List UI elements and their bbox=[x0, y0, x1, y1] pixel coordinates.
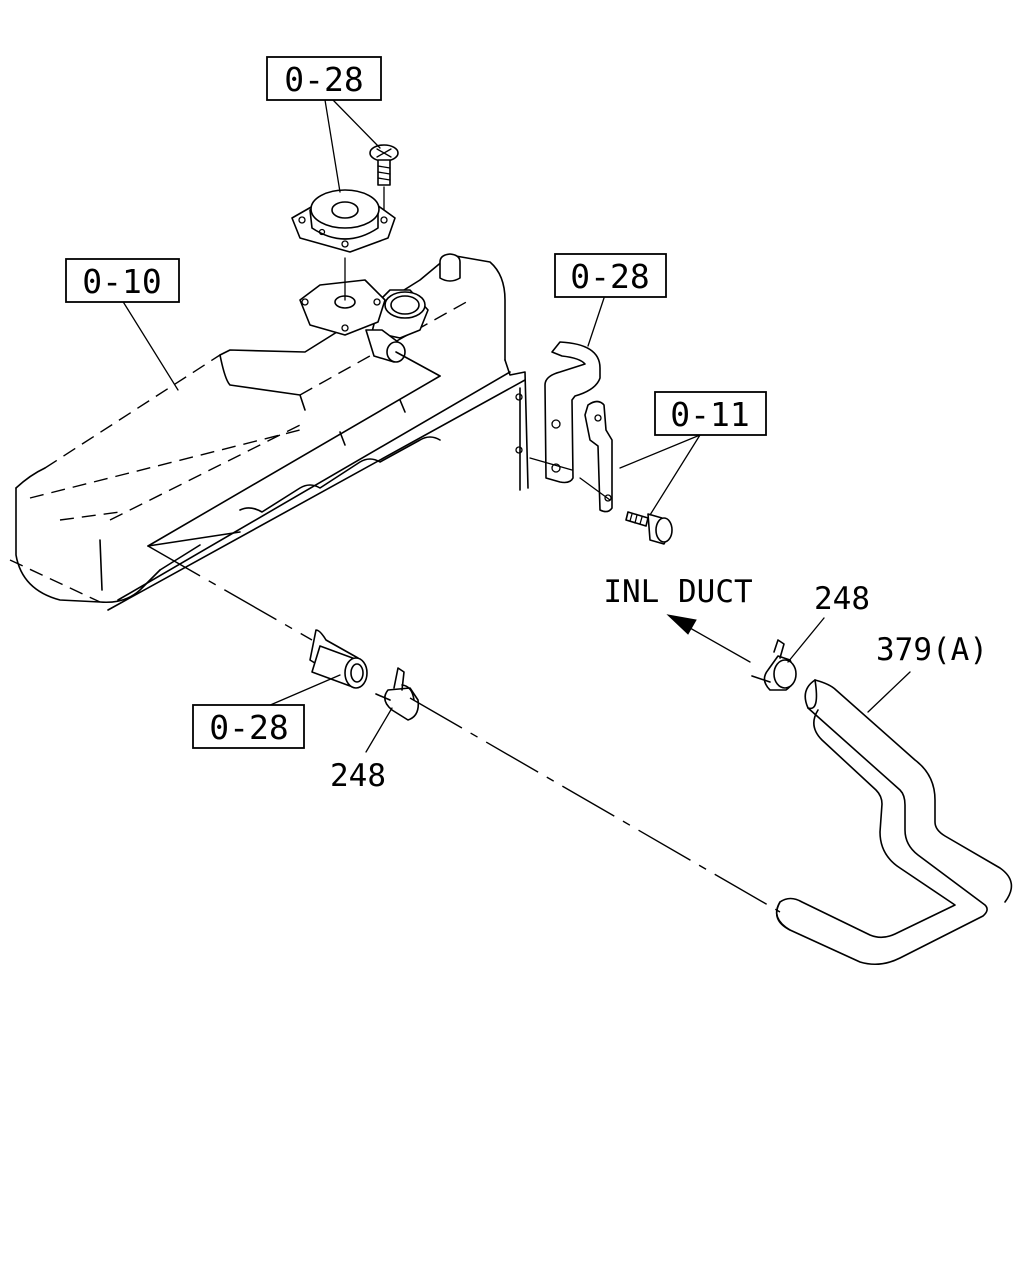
direction-arrow bbox=[666, 614, 751, 663]
label-cover-text: 0-10 bbox=[82, 262, 161, 301]
label-bracket: 0-28 bbox=[554, 253, 667, 298]
hose-clamp-left bbox=[375, 667, 420, 721]
label-direction: INL DUCT bbox=[603, 574, 752, 610]
hose-fitting bbox=[309, 629, 368, 689]
label-fitting-text: 0-28 bbox=[209, 708, 288, 747]
label-cover: 0-10 bbox=[65, 258, 180, 303]
leader-lines bbox=[121, 99, 911, 913]
head-cover bbox=[9, 253, 529, 611]
label-bolt: 0-11 bbox=[654, 391, 767, 436]
label-top-cap-text: 0-28 bbox=[284, 60, 363, 99]
hose-bracket bbox=[529, 341, 613, 513]
hose-clamp-right bbox=[751, 639, 797, 691]
label-clamp-left: 248 bbox=[330, 758, 386, 794]
arrow-left-up-icon bbox=[666, 614, 697, 635]
label-clamp-right: 248 bbox=[814, 581, 870, 617]
flange-bolt bbox=[625, 511, 673, 545]
breather-hose bbox=[775, 679, 1013, 966]
label-bolt-text: 0-11 bbox=[670, 395, 749, 434]
breather-cap bbox=[291, 144, 399, 301]
label-hose: 379(A) bbox=[876, 632, 988, 668]
label-top-cap: 0-28 bbox=[266, 56, 382, 101]
label-bracket-text: 0-28 bbox=[570, 257, 649, 296]
label-fitting: 0-28 bbox=[192, 704, 305, 749]
